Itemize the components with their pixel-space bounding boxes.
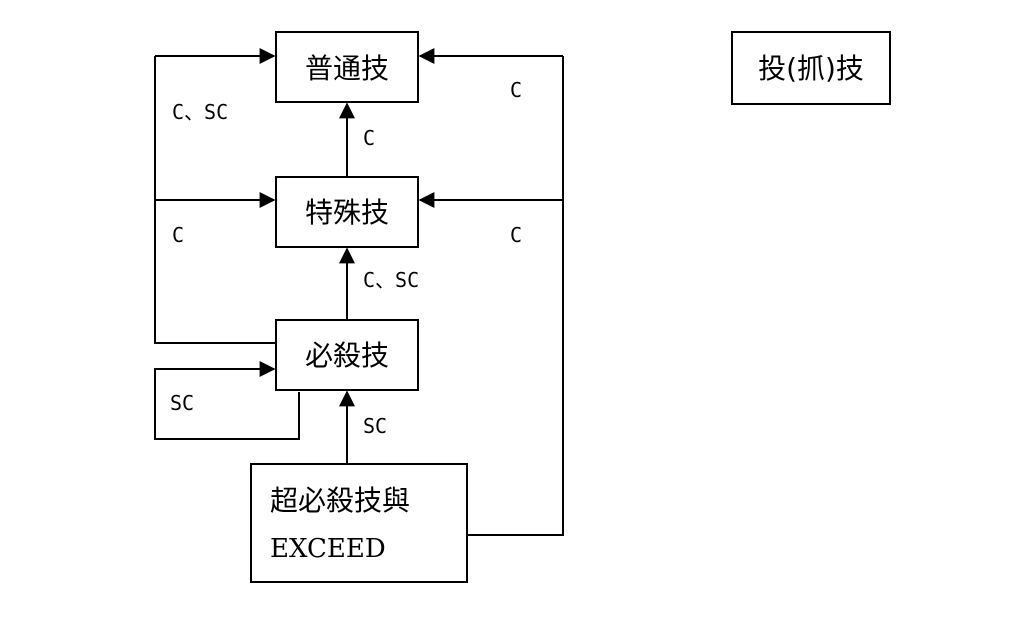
- edge-left-bracket: [154, 56, 276, 344]
- node-ultra-move: 超必殺技與 EXCEED: [250, 463, 468, 583]
- edge-label-left-top: C、SC: [172, 100, 228, 124]
- node-throw-label: 投(抓)技: [758, 52, 864, 85]
- edge-super-self-loop: [154, 361, 300, 440]
- edge-label-super-self-loop: SC: [170, 391, 194, 415]
- node-super-move: 必殺技: [275, 319, 419, 391]
- edge-label-ultra-to-super: SC: [363, 414, 387, 438]
- node-normal-move: 普通技: [275, 31, 419, 103]
- node-normal-move-label: 普通技: [305, 52, 389, 85]
- edge-label-left-mid: C: [172, 223, 184, 247]
- edge-right-bracket: [467, 56, 564, 536]
- edge-label-right-mid: C: [510, 223, 522, 247]
- edge-label-right-top: C: [510, 78, 522, 102]
- node-special-move-label: 特殊技: [305, 196, 389, 229]
- edge-label-special-to-normal: C: [363, 126, 375, 150]
- node-ultra-move-label-line2: EXCEED: [270, 534, 386, 564]
- node-special-move: 特殊技: [275, 176, 419, 248]
- node-throw: 投(抓)技: [731, 31, 891, 105]
- edge-label-super-to-special: C、SC: [363, 268, 419, 292]
- node-ultra-move-label-line1: 超必殺技與: [270, 484, 410, 517]
- node-super-move-label: 必殺技: [305, 339, 389, 372]
